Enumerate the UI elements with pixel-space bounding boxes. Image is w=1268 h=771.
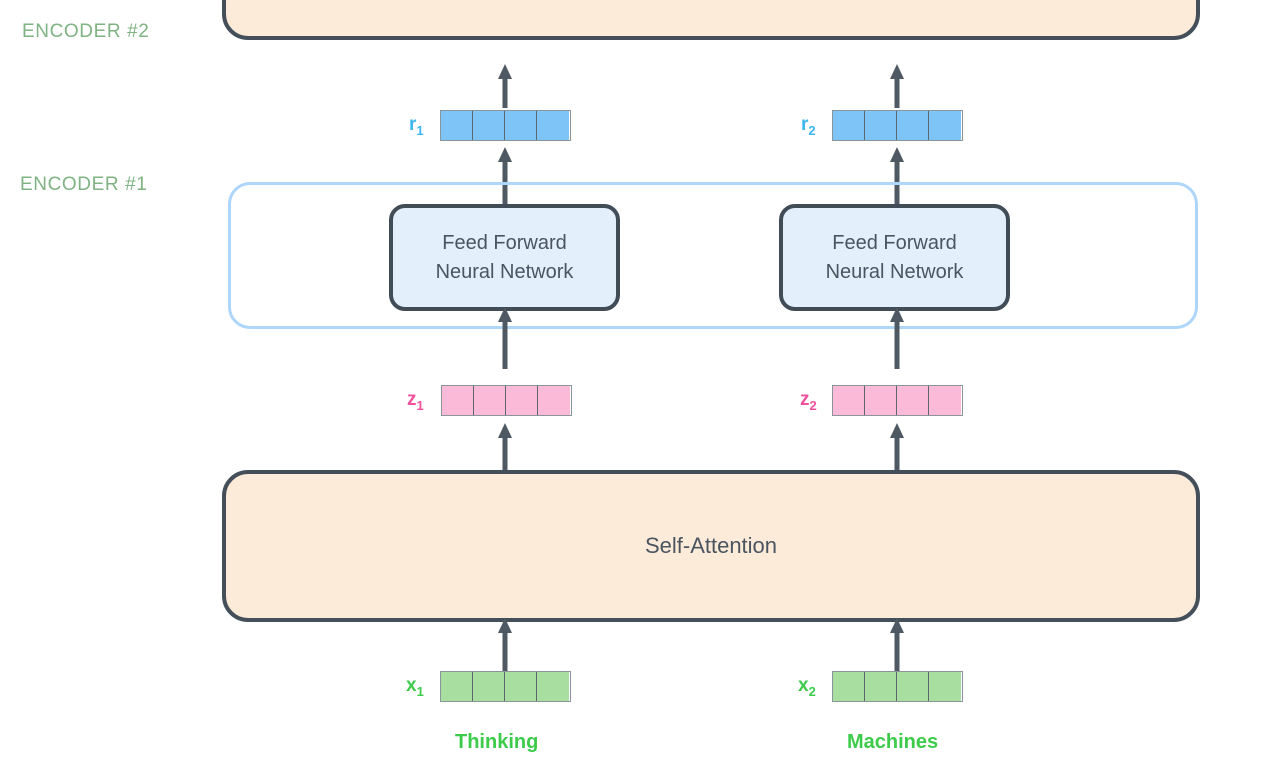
arrow-z1-to-ffn1 [497,307,513,369]
arrow-selfattention-to-z1 [497,423,513,471]
input-word-1: Thinking [455,731,539,753]
vector-cell [473,111,505,140]
encoder-2-label: ENCODER #2 [22,21,150,42]
vector-cell [833,111,865,140]
vector-label-x2: x2 [798,675,816,699]
arrow-z2-to-ffn2 [889,307,905,369]
arrow-x2-to-selfattention [889,618,905,672]
feed-forward-layer-container [228,182,1198,329]
vector-cell [441,672,473,701]
vector-cell [897,672,929,701]
self-attention-label: Self-Attention [644,533,778,558]
vector-label-x1: x1 [406,675,424,699]
vector-cell [897,386,929,415]
arrow-x1-to-selfattention [497,618,513,672]
vector-cell [473,672,505,701]
vector-cell [505,672,537,701]
input-word-2: Machines [847,731,939,753]
vector-cell [929,672,961,701]
arrow-selfattention-to-z2 [889,423,905,471]
vector-cell [865,672,897,701]
vector-cell [442,386,474,415]
ffn-line-2: Neural Network [825,260,964,283]
vector-cell [537,672,569,701]
feed-forward-neural-network-1: Feed Forward Neural Network [389,204,620,311]
vector-cell [505,111,537,140]
encoder-1-label: ENCODER #1 [20,174,148,195]
vector-cell [833,672,865,701]
vector-x2 [832,671,963,702]
ffn-line-2: Neural Network [435,260,574,283]
vector-r2 [832,110,963,141]
vector-label-r1: r1 [409,114,424,138]
vector-cell [538,386,570,415]
feed-forward-neural-network-2: Feed Forward Neural Network [779,204,1010,311]
vector-label-r2: r2 [801,114,816,138]
vector-cell [929,111,961,140]
vector-cell [865,386,897,415]
vector-z1 [441,385,572,416]
vector-x1 [440,671,571,702]
vector-cell [929,386,961,415]
ffn-line-1: Feed Forward [442,231,567,254]
vector-cell [506,386,538,415]
vector-label-z1: z1 [407,389,424,413]
arrow-r1-to-encoder2 [497,64,513,108]
self-attention-block-encoder-2 [222,0,1200,40]
self-attention-block-encoder-1: Self-Attention [222,470,1200,622]
vector-cell [897,111,929,140]
vector-z2 [832,385,963,416]
ffn-line-1: Feed Forward [832,231,957,254]
vector-cell [441,111,473,140]
vector-r1 [440,110,571,141]
vector-cell [537,111,569,140]
vector-cell [865,111,897,140]
vector-cell [833,386,865,415]
arrow-r2-to-encoder2 [889,64,905,108]
vector-cell [474,386,506,415]
vector-label-z2: z2 [800,389,817,413]
